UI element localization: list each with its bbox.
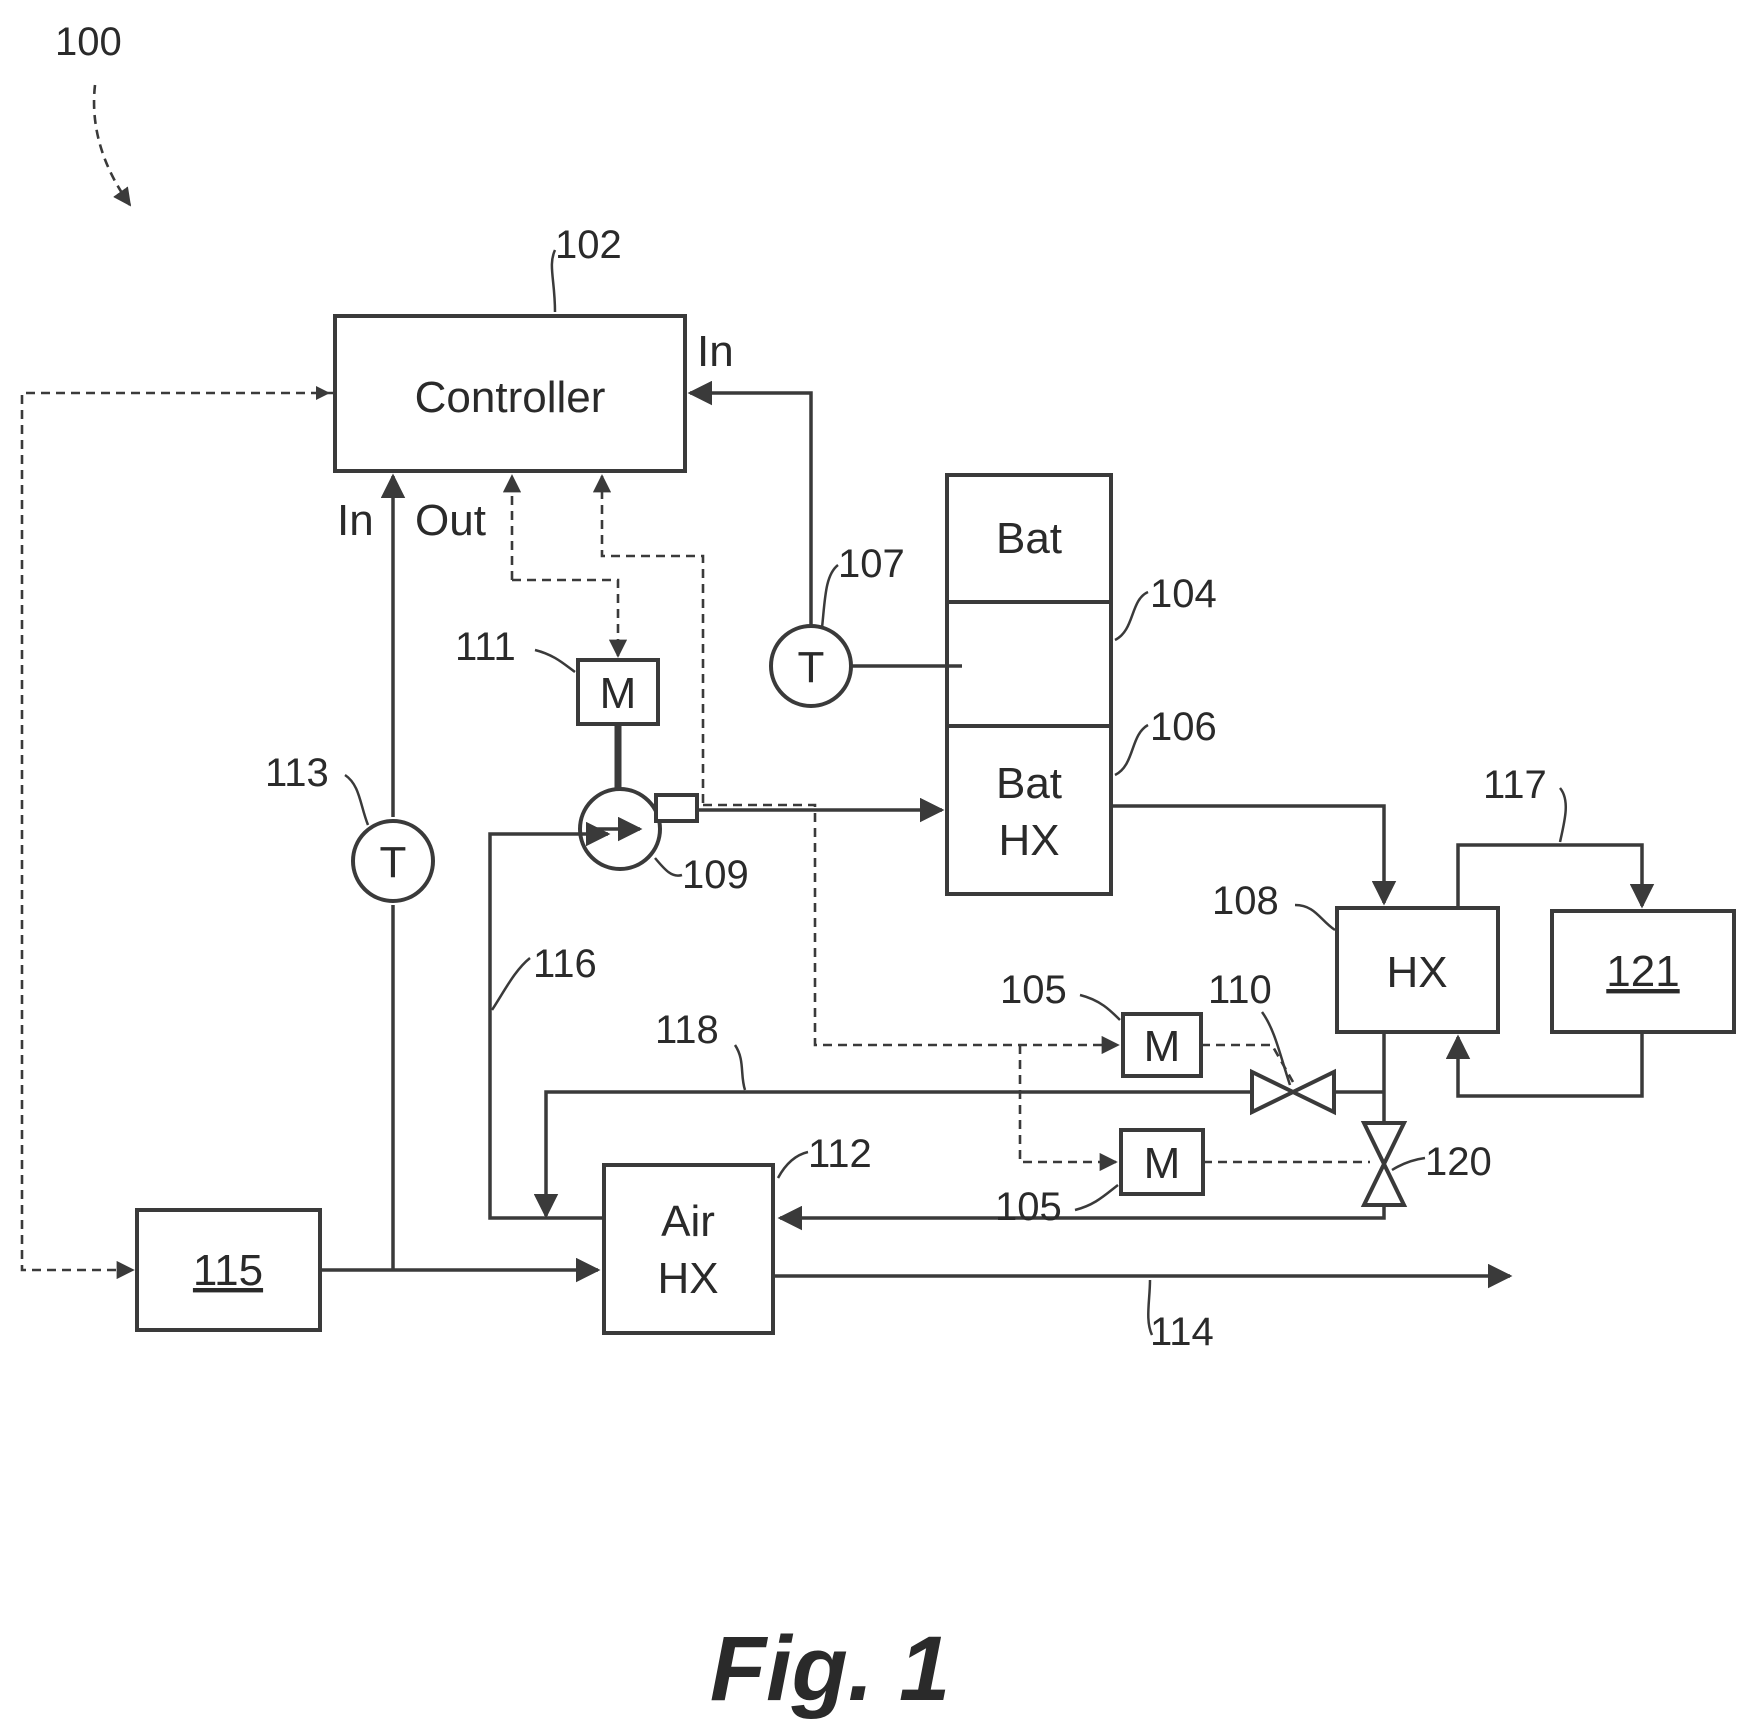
air-hx-ref-leader bbox=[778, 1152, 808, 1178]
loop-117-ref: 117 bbox=[1483, 763, 1547, 807]
loop-116-ref: 116 bbox=[533, 942, 597, 986]
battery-cell-middle bbox=[947, 602, 1111, 726]
air-hx-ref: 112 bbox=[808, 1132, 872, 1176]
controller-port-in-bottom: In bbox=[337, 496, 374, 545]
block-121-label: 121 bbox=[1606, 947, 1679, 996]
valve-120-ref: 120 bbox=[1425, 1140, 1492, 1184]
signal-arrow-controller-left bbox=[316, 386, 330, 400]
temp-sensor-107-ref: 107 bbox=[838, 542, 905, 586]
loop-116-leader bbox=[492, 958, 530, 1010]
controller-label: Controller bbox=[415, 373, 606, 422]
temp-sensor-113-ref: 113 bbox=[265, 751, 329, 795]
loop-116-line bbox=[490, 834, 608, 1218]
valve-110 bbox=[1252, 1072, 1334, 1112]
pump-motor-111-ref: 111 bbox=[455, 625, 516, 669]
heat-exchanger-label: HX bbox=[1386, 948, 1447, 997]
battery-hx-ref: 106 bbox=[1150, 705, 1217, 749]
system-ref-arrow bbox=[94, 85, 130, 205]
temp-sensor-107-signal-line bbox=[690, 393, 811, 626]
battery-hx-106 bbox=[947, 726, 1111, 894]
pump-109-ref: 109 bbox=[682, 853, 749, 897]
battery-ref-leader bbox=[1115, 592, 1148, 640]
signal-line-111 bbox=[512, 580, 618, 656]
outlet-114-ref: 114 bbox=[1150, 1310, 1214, 1354]
signal-line-valve-motor-lower bbox=[1020, 1045, 1116, 1162]
temp-sensor-113-leader bbox=[345, 775, 368, 825]
pump-109-outlet bbox=[656, 795, 697, 821]
pump-motor-111-leader bbox=[535, 650, 575, 672]
valve-110-leader bbox=[1262, 1012, 1290, 1085]
valve-motor-lower-symbol: M bbox=[1144, 1139, 1181, 1188]
valve-motor-upper-symbol: M bbox=[1144, 1022, 1181, 1071]
controller-port-in-right: In bbox=[697, 327, 734, 376]
temp-sensor-107-symbol: T bbox=[798, 643, 825, 692]
valve-120 bbox=[1364, 1123, 1404, 1205]
pump-motor-111-symbol: M bbox=[600, 669, 637, 718]
bypass-118-ref: 118 bbox=[655, 1008, 719, 1052]
battery-ref: 104 bbox=[1150, 572, 1217, 616]
loop-117-supply bbox=[1458, 845, 1642, 908]
temp-sensor-113-symbol: T bbox=[380, 838, 407, 887]
valve-110-ref: 110 bbox=[1208, 968, 1272, 1012]
bypass-118-leader bbox=[735, 1045, 745, 1090]
figure-caption: Fig. 1 bbox=[710, 1618, 950, 1720]
system-ref-label: 100 bbox=[55, 20, 122, 64]
loop-117-return bbox=[1458, 1034, 1642, 1096]
heat-exchanger-ref-leader bbox=[1295, 905, 1335, 930]
battery-hx-ref-leader bbox=[1115, 725, 1148, 775]
block-115-label: 115 bbox=[193, 1246, 263, 1295]
battery-hx-label-2: HX bbox=[998, 816, 1059, 865]
valve-motor-upper-ref: 105 bbox=[1000, 968, 1067, 1012]
loop-117-leader bbox=[1560, 788, 1566, 842]
air-hx-112 bbox=[604, 1165, 773, 1333]
battery-hx-label-1: Bat bbox=[996, 759, 1062, 808]
valve-motor-lower-leader bbox=[1075, 1185, 1118, 1210]
temp-sensor-107-leader bbox=[822, 565, 838, 628]
air-hx-label-2: HX bbox=[657, 1254, 718, 1303]
air-hx-label-1: Air bbox=[661, 1197, 715, 1246]
valve-motor-lower-ref: 105 bbox=[995, 1185, 1062, 1229]
controller-ref: 102 bbox=[555, 223, 622, 267]
controller-port-out-bottom: Out bbox=[415, 496, 486, 545]
valve-120-leader bbox=[1392, 1158, 1425, 1170]
pump-109-leader bbox=[655, 858, 682, 876]
heat-exchanger-ref: 108 bbox=[1212, 879, 1279, 923]
battery-label: Bat bbox=[996, 514, 1062, 563]
signal-line-115 bbox=[22, 393, 335, 1270]
valve-motor-upper-leader bbox=[1080, 995, 1120, 1020]
coolant-line-to-air-hx bbox=[780, 1032, 1384, 1218]
